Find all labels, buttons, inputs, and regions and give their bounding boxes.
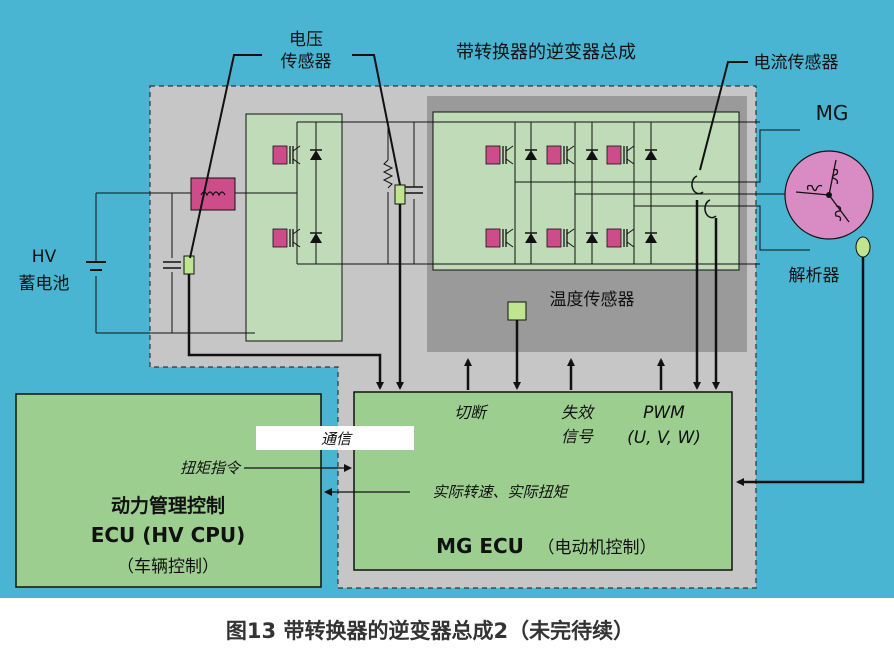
caption-area — [0, 598, 894, 658]
voltage-sensor-1 — [183, 255, 195, 275]
figure-caption: 图13 带转换器的逆变器总成2（未完待续） — [226, 619, 634, 643]
divider-resistor — [382, 159, 394, 189]
mg-ecu-subtitle: （电动机控制） — [538, 538, 657, 558]
comm-label-bg — [256, 426, 414, 450]
inverter-panel — [432, 111, 740, 271]
hv-ecu-title-1: 动力管理控制 — [111, 494, 225, 517]
current-sensor-clamp-2 — [704, 199, 717, 219]
comm-label: 通信 — [321, 430, 353, 448]
torque-command-label: 扭矩指令 — [180, 459, 242, 477]
mg-ecu-box — [353, 391, 733, 571]
temp-sensor-label: 温度传感器 — [550, 290, 635, 310]
phase-lines — [700, 129, 810, 251]
voltage-sensor-label-1: 电压 — [289, 30, 323, 50]
input-capacitor — [163, 261, 181, 269]
battery-symbol — [86, 261, 106, 271]
coil-symbol — [200, 191, 226, 197]
fail-signal-label-2: 信号 — [561, 427, 594, 446]
voltage-sensor-label-2: 传感器 — [281, 52, 332, 72]
hv-ecu-title-3: （车辆控制） — [117, 557, 219, 577]
temperature-sensor — [507, 301, 527, 321]
converter-circuit — [235, 121, 760, 265]
hv-battery-label-1: HV — [32, 247, 57, 267]
cutoff-label: 切断 — [454, 403, 489, 422]
resolver-sensor — [855, 236, 871, 258]
motor-neutral — [826, 192, 832, 198]
mg-label: MG — [816, 101, 849, 125]
hv-ecu-title-2: ECU (HV CPU) — [91, 523, 246, 547]
pwm-label: PWM — [643, 403, 685, 423]
fail-signal-label-1: 失效 — [561, 403, 595, 422]
pwm-phases-label: (U, V, W) — [627, 428, 701, 448]
resolver-label: 解析器 — [789, 266, 840, 286]
leader-lines — [189, 54, 748, 259]
converter-panel — [245, 113, 343, 342]
current-sensor-label: 电流传感器 — [754, 53, 839, 73]
voltage-sensor-2 — [394, 184, 406, 205]
inverter-assembly-title: 带转换器的逆变器总成 — [456, 42, 636, 63]
actual-feedback-label: 实际转速、实际扭矩 — [432, 483, 569, 501]
mg-ecu-title: MG ECU — [436, 534, 524, 558]
signal-arrows — [187, 200, 865, 496]
hv-battery-label-2: 蓄电池 — [19, 274, 70, 294]
inverter-bridge — [514, 122, 790, 264]
motor-windings — [795, 159, 850, 223]
current-sensor-clamp-1 — [691, 175, 704, 195]
